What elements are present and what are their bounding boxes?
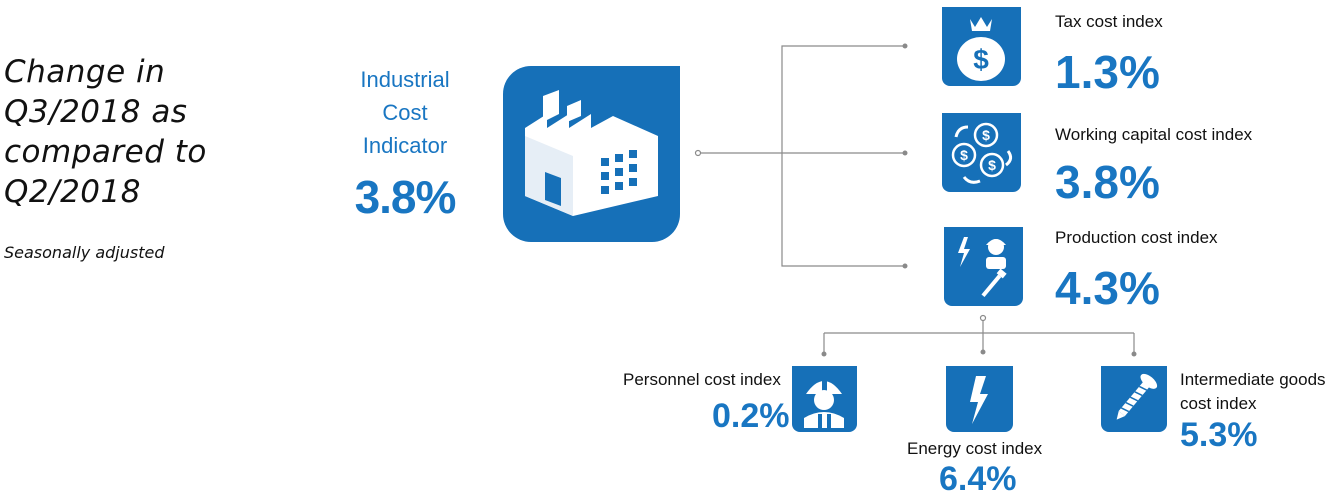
- heading-line-2: Q3/2018 as: [4, 94, 188, 130]
- factory-icon: [525, 90, 658, 216]
- main-indicator-label-line-2: Cost: [382, 100, 428, 125]
- production-value: 4.3%: [1055, 262, 1160, 314]
- intermediate-tile: [1101, 366, 1167, 432]
- main-indicator-value: 3.8%: [354, 171, 457, 223]
- personnel-label: Personnel cost index: [623, 370, 781, 389]
- intermediate-label: Intermediate goods cost index: [1180, 368, 1326, 416]
- tax-tile: $: [942, 7, 1021, 86]
- intermediate-label-line-1: Intermediate goods: [1180, 370, 1326, 389]
- heading-line-1: Change in: [4, 54, 166, 90]
- personnel-tile: [792, 366, 857, 432]
- page-heading: Change in Q3/2018 as compared to Q2/2018: [4, 52, 264, 212]
- energy-value: 6.4%: [939, 460, 1017, 498]
- main-indicator-label-line-1: Industrial: [360, 67, 450, 92]
- production-icon: [958, 237, 1007, 298]
- money-bag-icon: $: [957, 17, 1005, 81]
- working-capital-tile: $ $ $: [942, 113, 1021, 192]
- working-capital-value: 3.8%: [1055, 156, 1160, 208]
- heading-subtitle: Seasonally adjusted: [4, 243, 165, 262]
- production-label: Production cost index: [1055, 228, 1218, 247]
- production-tile: [944, 227, 1023, 306]
- working-capital-label: Working capital cost index: [1055, 125, 1253, 144]
- heading-line-4: Q2/2018: [4, 174, 141, 210]
- main-indicator-label-line-3: Indicator: [362, 133, 448, 158]
- factory-tile: [503, 66, 680, 242]
- personnel-value: 0.2%: [712, 397, 790, 435]
- svg-text:$: $: [960, 147, 968, 163]
- intermediate-label-line-2: cost index: [1180, 394, 1257, 413]
- intermediate-value: 5.3%: [1180, 416, 1258, 454]
- svg-text:$: $: [982, 127, 990, 143]
- worker-icon: [804, 376, 844, 428]
- svg-text:$: $: [988, 157, 996, 173]
- tax-value: 1.3%: [1055, 46, 1160, 98]
- energy-tile: [946, 366, 1013, 432]
- screw-icon: [1116, 373, 1158, 420]
- svg-text:$: $: [973, 44, 989, 75]
- energy-label: Energy cost index: [907, 439, 1043, 458]
- main-indicator-label: Industrial Cost Indicator: [340, 63, 470, 162]
- tax-label: Tax cost index: [1055, 12, 1163, 31]
- heading-line-3: compared to: [4, 134, 207, 170]
- money-cycle-icon: $ $ $: [951, 122, 1013, 184]
- lightning-icon: [970, 376, 988, 424]
